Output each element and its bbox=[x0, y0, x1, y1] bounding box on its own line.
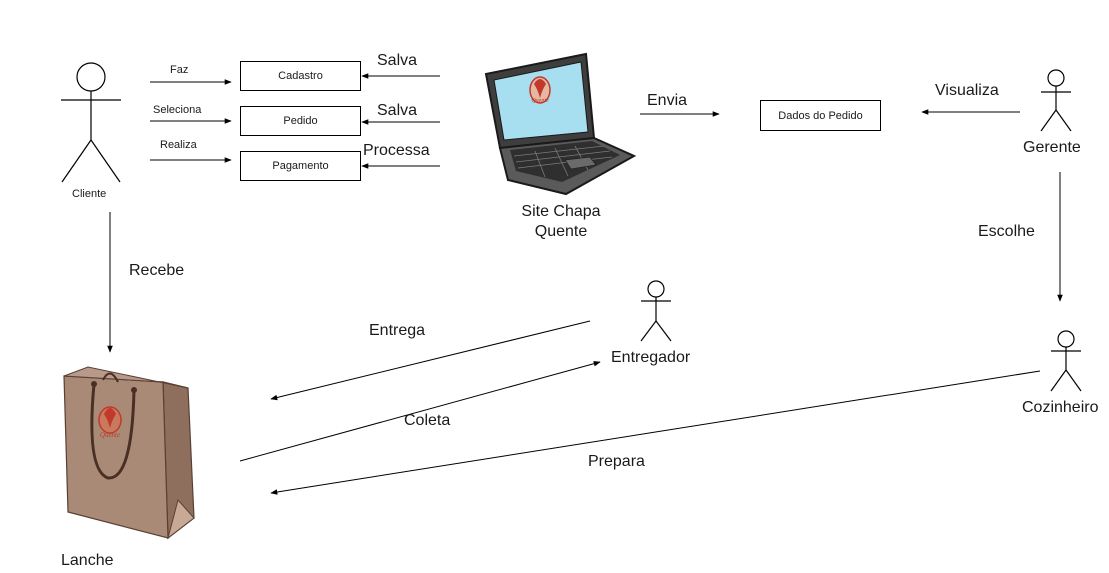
cozinheiro-label: Cozinheiro bbox=[1022, 399, 1099, 416]
prepara-label: Prepara bbox=[588, 453, 645, 470]
coleta-label: Coleta bbox=[404, 412, 451, 429]
cliente-actor bbox=[61, 62, 121, 183]
dados-pedido-box: Dados do Pedido bbox=[760, 100, 881, 131]
envia-label: Envia bbox=[647, 92, 688, 109]
arrow-entrega bbox=[270, 320, 591, 401]
bag-image: Quente bbox=[63, 366, 195, 540]
seleciona-label: Seleciona bbox=[153, 104, 202, 116]
pedido-label: Pedido bbox=[283, 115, 318, 127]
lanche-label: Lanche bbox=[61, 552, 114, 569]
entrega-label: Entrega bbox=[369, 322, 426, 339]
dados-pedido-label: Dados do Pedido bbox=[778, 109, 863, 122]
salva-label-1: Salva bbox=[377, 52, 418, 69]
pagamento-box: Pagamento bbox=[240, 151, 361, 181]
logo-text: Quente bbox=[531, 98, 549, 104]
gerente-label: Gerente bbox=[1023, 139, 1081, 156]
pagamento-label: Pagamento bbox=[272, 160, 329, 172]
site-label-line1: Site Chapa bbox=[521, 203, 601, 220]
faz-label: Faz bbox=[170, 64, 189, 76]
gerente-actor bbox=[1040, 69, 1072, 132]
cozinheiro-actor bbox=[1050, 330, 1082, 392]
entregador-label: Entregador bbox=[611, 349, 691, 366]
site-label-line2: Quente bbox=[534, 223, 588, 240]
arrow-coleta bbox=[239, 360, 601, 462]
entregador-actor bbox=[640, 280, 672, 342]
cadastro-box: Cadastro bbox=[240, 61, 361, 91]
recebe-label: Recebe bbox=[129, 262, 185, 279]
cadastro-label: Cadastro bbox=[278, 70, 323, 82]
bag-logo-text: Quente bbox=[100, 431, 120, 439]
site-label: Site Chapa Quente bbox=[506, 202, 616, 242]
bag-logo: Quente bbox=[98, 406, 122, 439]
realiza-label: Realiza bbox=[160, 139, 197, 151]
escolhe-label: Escolhe bbox=[978, 223, 1035, 240]
laptop-image: Quente bbox=[484, 52, 637, 196]
visualiza-label: Visualiza bbox=[935, 82, 999, 99]
salva-label-2: Salva bbox=[377, 102, 418, 119]
processa-label: Processa bbox=[363, 142, 430, 159]
chapa-quente-logo: Quente bbox=[529, 76, 551, 104]
arrow-prepara bbox=[270, 370, 1041, 495]
pedido-box: Pedido bbox=[240, 106, 361, 136]
cliente-label: Cliente bbox=[72, 188, 107, 200]
